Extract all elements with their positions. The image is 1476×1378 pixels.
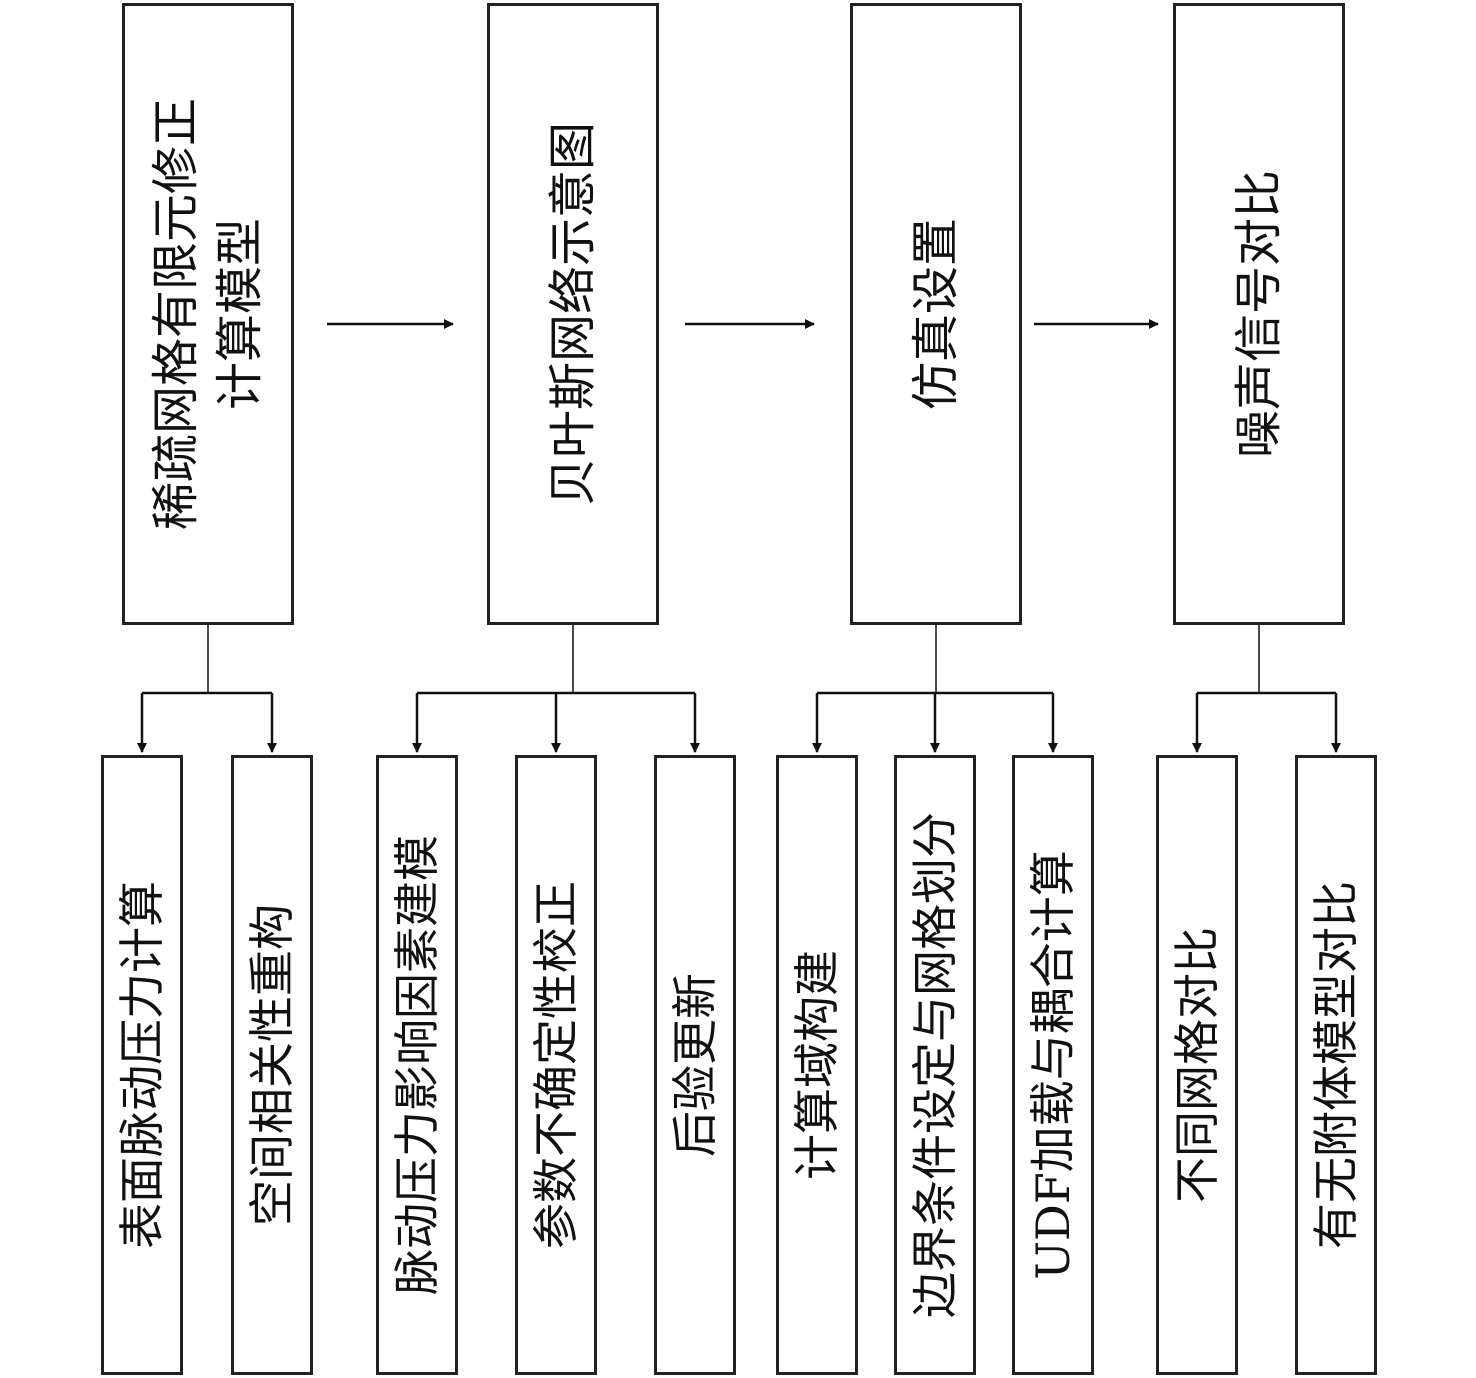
- stage-box-1: 稀疏网格有限元修正计算模型: [122, 3, 294, 625]
- substep-box: UDF加载与耦合计算: [1012, 755, 1094, 1375]
- substep-box: 有无附体模型对比: [1295, 755, 1377, 1375]
- substep-box: 脉动压力影响因素建模: [376, 755, 458, 1375]
- substep-label: 参数不确定性校正: [529, 881, 583, 1249]
- substep-box: 空间相关性重构: [231, 755, 313, 1375]
- stage-label: 噪声信号对比: [1227, 170, 1291, 458]
- substep-label: UDF加载与耦合计算: [1026, 850, 1080, 1280]
- stage-label-line: 计算模型: [212, 217, 268, 411]
- stage-box-2: 贝叶斯网络示意图: [487, 3, 659, 625]
- stage-label: 仿真设置: [904, 218, 968, 410]
- substep-label: 计算域构建: [790, 950, 844, 1180]
- substep-label: 不同网格对比: [1170, 927, 1224, 1203]
- substep-label: 有无附体模型对比: [1309, 881, 1363, 1249]
- substep-box: 计算域构建: [776, 755, 858, 1375]
- stage-label-line: 仿真设置: [908, 217, 964, 411]
- stage-label-line: 贝叶斯网络示意图: [545, 121, 601, 507]
- stage-label: 贝叶斯网络示意图: [541, 122, 605, 506]
- stage-label-line: 稀疏网格有限元修正: [148, 97, 204, 531]
- substep-label: 边界条件设定与网格划分: [908, 812, 962, 1318]
- stage-label-line: 噪声信号对比: [1231, 169, 1287, 459]
- stage-box-4: 噪声信号对比: [1173, 3, 1345, 625]
- stage-box-3: 仿真设置: [850, 3, 1022, 625]
- substep-label: 后验更新: [668, 973, 722, 1157]
- substep-box: 后验更新: [654, 755, 736, 1375]
- stage-label: 稀疏网格有限元修正计算模型: [144, 98, 272, 530]
- substep-label: 表面脉动压力计算: [115, 881, 169, 1249]
- substep-label: 空间相关性重构: [245, 904, 299, 1226]
- substep-box: 参数不确定性校正: [515, 755, 597, 1375]
- substep-label: 脉动压力影响因素建模: [390, 835, 444, 1295]
- substep-box: 不同网格对比: [1156, 755, 1238, 1375]
- substep-box: 边界条件设定与网格划分: [894, 755, 976, 1375]
- substep-box: 表面脉动压力计算: [101, 755, 183, 1375]
